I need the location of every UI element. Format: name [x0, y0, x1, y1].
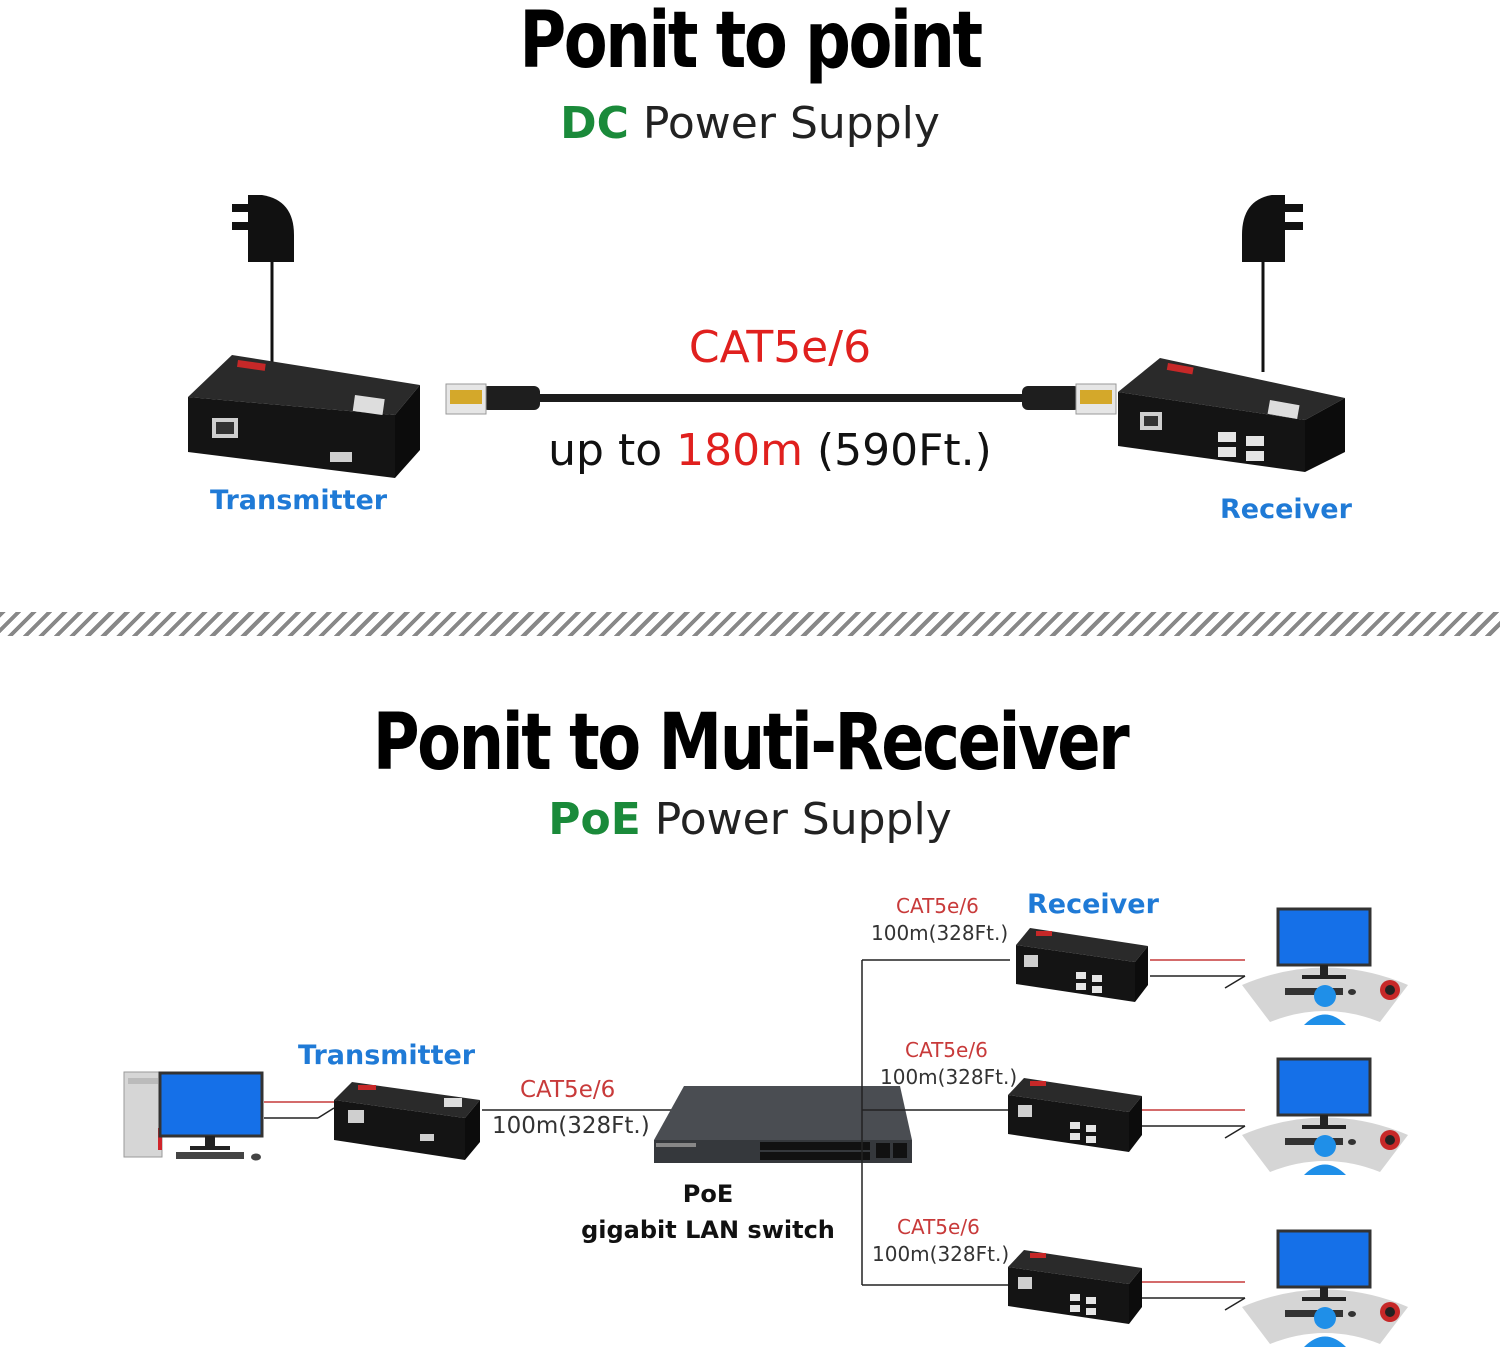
workstation — [1242, 1057, 1408, 1175]
switch-label-line2: gigabit LAN switch — [581, 1216, 835, 1244]
section1-subtitle-highlight: DC — [560, 98, 629, 149]
transmitter-label: Transmitter — [298, 1040, 476, 1071]
distance-label: up to 180m (590Ft.) — [500, 425, 1040, 476]
section1-subtitle-rest: Power Supply — [628, 98, 940, 149]
section1-title: Ponit to point — [519, 0, 983, 86]
poe-switch-icon — [654, 1086, 912, 1163]
power-plug-icon — [1242, 195, 1303, 372]
link-distance-label: 100m(328Ft.) — [871, 921, 1009, 945]
section2-title: Ponit to Muti-Receiver — [372, 698, 1130, 788]
mouse-icon — [1348, 989, 1356, 995]
mouse-icon — [1348, 1139, 1356, 1145]
section2-subtitle: PoE Power Supply — [0, 794, 1500, 845]
kvm-extender-icon — [1016, 928, 1148, 1002]
section2-subtitle-rest: Power Supply — [640, 794, 952, 845]
switch-label: PoE gigabit LAN switch — [580, 1176, 836, 1248]
monitor-icon — [1276, 1057, 1372, 1117]
keyboard-icon — [176, 1152, 244, 1159]
switch-label-line1: PoE — [682, 1180, 734, 1208]
mouse-icon — [251, 1153, 261, 1161]
cat-cable — [482, 386, 1080, 410]
distance-suffix: (590Ft.) — [802, 425, 992, 476]
kvm-extender-icon — [334, 1082, 480, 1160]
link-cable-label: CAT5e/6 — [897, 1215, 980, 1239]
pc-tower-icon — [123, 1071, 163, 1158]
section1-subtitle: DC Power Supply — [0, 98, 1500, 149]
kvm-extender-icon — [1118, 358, 1345, 472]
link-distance-label: 100m(328Ft.) — [492, 1113, 650, 1139]
monitor-icon — [1276, 1229, 1372, 1289]
link-distance-label: 100m(328Ft.) — [872, 1242, 1010, 1266]
section2-subtitle-highlight: PoE — [548, 794, 641, 845]
link-distance-label: 100m(328Ft.) — [880, 1065, 1018, 1089]
receiver-label: Receiver — [1027, 889, 1159, 920]
rj45-connector-icon — [445, 383, 487, 415]
link-cable-label: CAT5e/6 — [905, 1038, 988, 1062]
section-divider — [0, 612, 1500, 636]
distance-highlight: 180m — [676, 425, 803, 476]
keyboard-icon — [1285, 1310, 1343, 1317]
user-icon — [1314, 1307, 1336, 1329]
cable-label: CAT5e/6 — [688, 322, 872, 373]
user-icon — [1314, 1135, 1336, 1157]
keyboard-icon — [1285, 988, 1343, 995]
rj45-connector-icon — [1075, 383, 1117, 415]
monitor-icon — [158, 1071, 264, 1150]
kvm-extender-icon — [188, 355, 420, 478]
workstation — [1242, 907, 1408, 1025]
link-cable-label: CAT5e/6 — [896, 894, 979, 918]
receiver-label: Receiver — [1220, 494, 1352, 525]
monitor-icon — [1276, 907, 1372, 967]
user-icon — [1314, 985, 1336, 1007]
kvm-extender-icon — [1008, 1250, 1142, 1324]
keyboard-icon — [1285, 1138, 1343, 1145]
power-plug-icon — [232, 195, 294, 372]
distance-prefix: up to — [548, 425, 677, 476]
workstation — [1242, 1229, 1408, 1347]
mouse-icon — [1348, 1311, 1356, 1317]
kvm-extender-icon — [1008, 1078, 1142, 1152]
link-cable-label: CAT5e/6 — [520, 1077, 616, 1103]
transmitter-label: Transmitter — [210, 485, 388, 516]
